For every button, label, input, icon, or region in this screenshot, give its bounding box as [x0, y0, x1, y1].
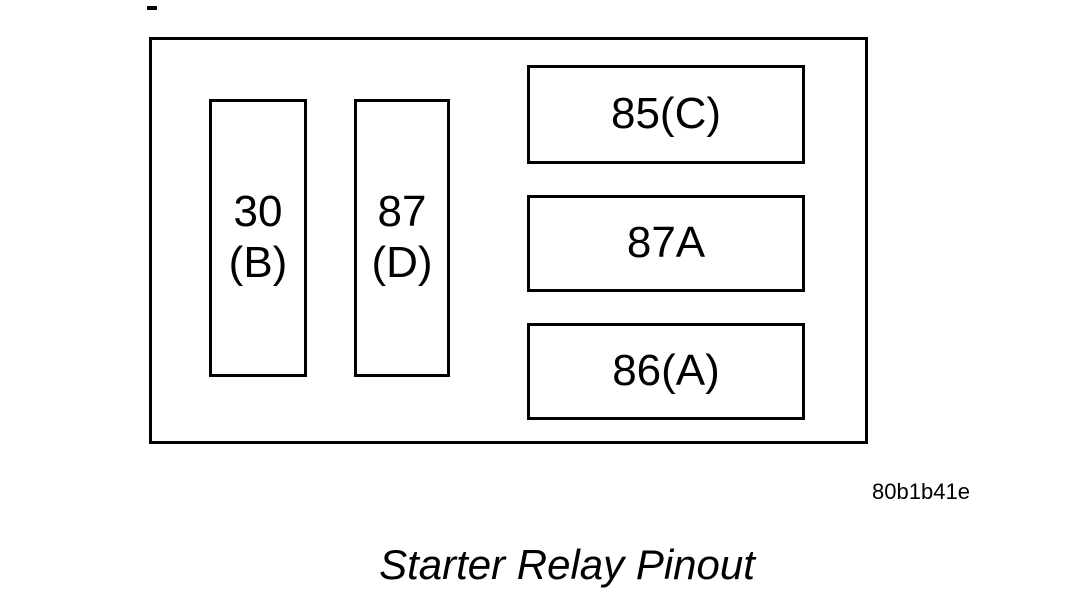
pin-87-d-label: 87 (D): [371, 187, 432, 288]
pin-86-a: 86(A): [527, 323, 805, 420]
stray-mark: [147, 6, 157, 10]
pin-30-b-label: 30 (B): [229, 187, 288, 288]
figure-title: Starter Relay Pinout: [379, 541, 755, 588]
pin-87a-label: 87A: [626, 218, 706, 268]
figure-code: 80b1b41e: [872, 479, 970, 504]
pin-terminal: (D): [371, 238, 433, 287]
pin-number: 87: [377, 187, 427, 237]
pin-terminal: (B): [228, 238, 288, 287]
pin-86-a-label: 86(A): [612, 346, 720, 396]
pin-30-b: 30 (B): [209, 99, 307, 377]
relay-body-outline: 30 (B) 87 (D) 85(C) 87A 86(A): [149, 37, 868, 444]
pin-85-c: 85(C): [527, 65, 805, 164]
pin-87-d: 87 (D): [354, 99, 450, 377]
pin-number: 30: [233, 187, 283, 237]
pin-85-c-label: 85(C): [610, 89, 722, 139]
pin-87a: 87A: [527, 195, 805, 292]
